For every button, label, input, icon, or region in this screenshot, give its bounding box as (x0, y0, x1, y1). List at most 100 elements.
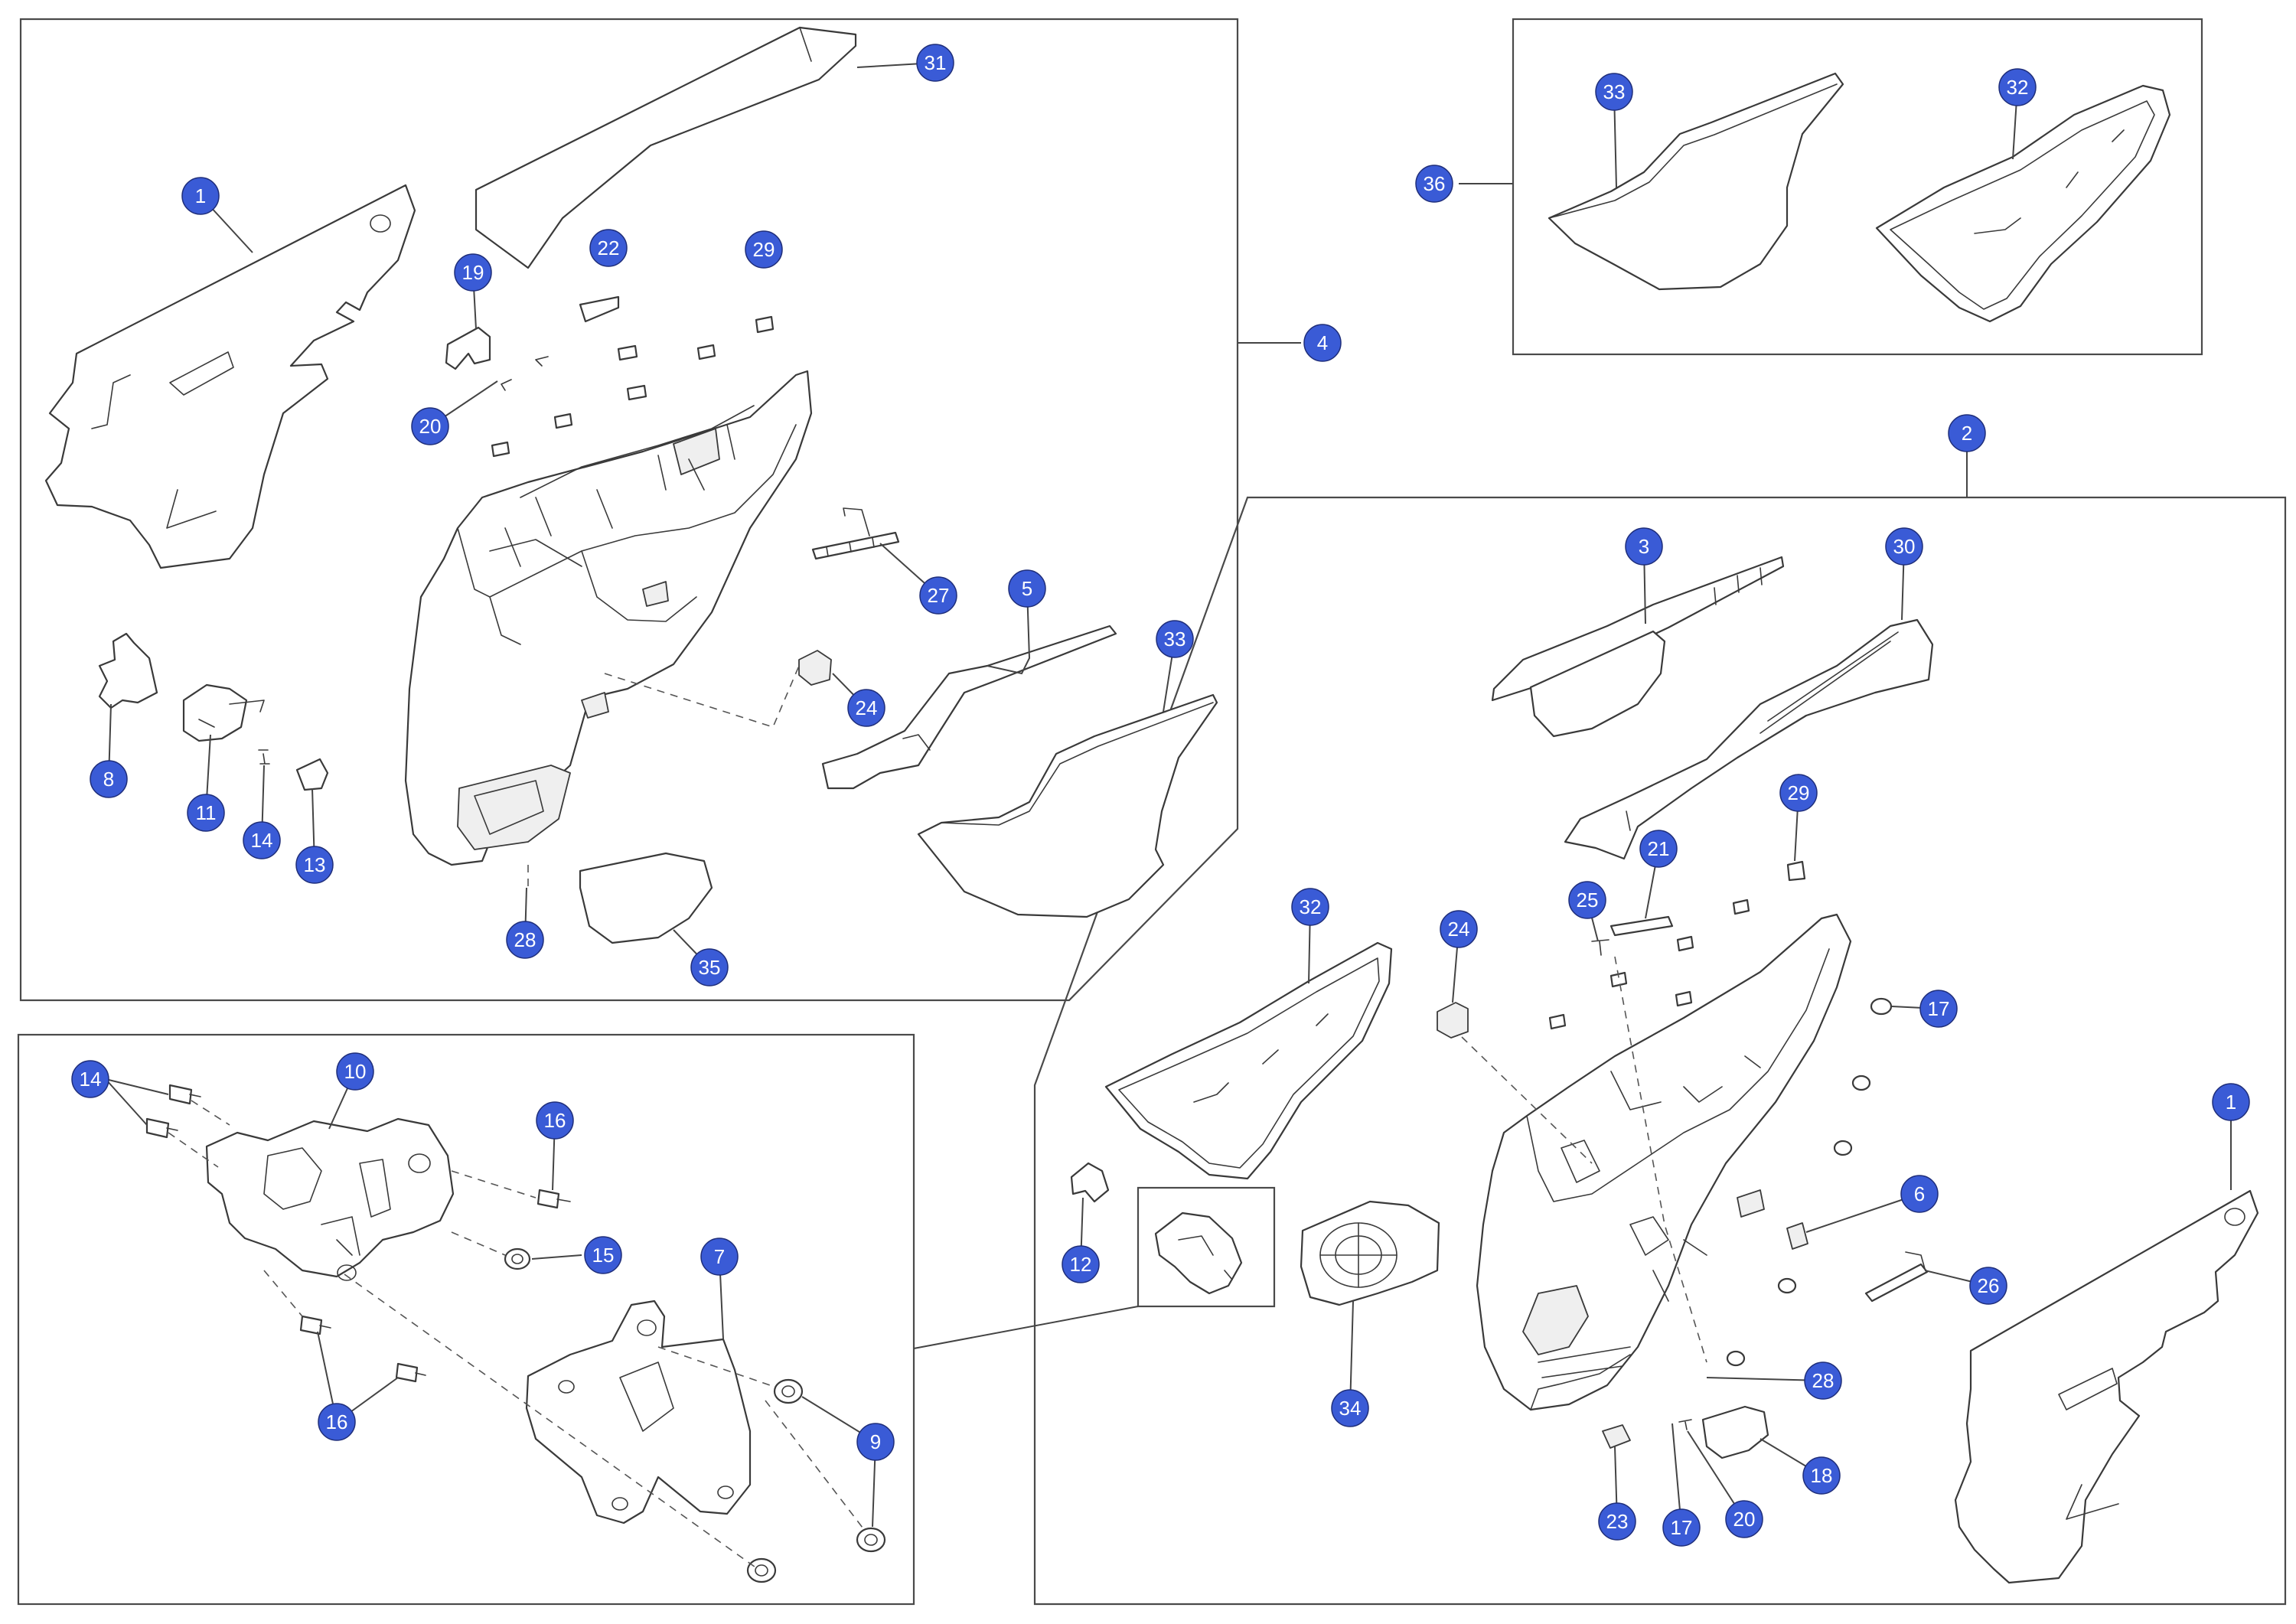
latch-11-part (182, 683, 265, 742)
callout-circle (1662, 1508, 1701, 1547)
callout-circle (1919, 990, 1958, 1028)
frame-latch-detail (17, 1033, 915, 1606)
callout-circle (1725, 1500, 1763, 1538)
callout-circle (1625, 527, 1663, 566)
callout-circle (1062, 1245, 1100, 1283)
frame-group-36 (1512, 18, 2203, 356)
trim-21-part (1609, 915, 1674, 937)
callout-c29: 29 (745, 230, 783, 269)
door-trim-panel-2-part (1476, 913, 1852, 1411)
callout-c25: 25 (1568, 881, 1606, 919)
upper-trim-strip-part (475, 26, 857, 269)
bezel-32-part (1104, 941, 1393, 1180)
dash-guide-6 (263, 1170, 866, 1570)
callout-label: 15 (592, 1244, 615, 1267)
bracket-7-part (525, 1300, 752, 1525)
dash-guide-5 (168, 1100, 230, 1168)
callout-c22: 22 (589, 229, 628, 267)
callout-circle (318, 1403, 356, 1441)
callout-c12: 12 (1062, 1245, 1100, 1283)
callout-c32: 32 (1291, 888, 1329, 926)
callout-c11: 11 (187, 794, 225, 832)
callout-circle (916, 44, 954, 82)
callout-c24: 24 (847, 689, 885, 727)
switch-24b-part (1437, 1002, 1469, 1039)
clip-23-part (1602, 1424, 1631, 1449)
callout-label: 30 (1893, 535, 1916, 558)
callout-label: 20 (1733, 1508, 1756, 1531)
frame-latch-thumbnail (1137, 1186, 1276, 1308)
callout-circle (1969, 1267, 2007, 1305)
callout-label: 2 (1962, 422, 1972, 445)
callout-label: 35 (699, 956, 721, 979)
upper-trim-30-part (1564, 618, 1934, 860)
callout-label: 24 (856, 696, 878, 719)
callout-label: 7 (714, 1245, 725, 1268)
callout-c35: 35 (690, 948, 729, 986)
callout-circle (1900, 1175, 1939, 1213)
armrest-molding-part (821, 624, 1117, 790)
callout-circle (1948, 414, 1986, 452)
dash-guide-3 (1461, 1036, 1593, 1164)
callout-c5: 5 (1008, 569, 1046, 608)
callout-label: 28 (514, 928, 536, 951)
callout-label: 6 (1914, 1182, 1925, 1205)
clip-array-b-part (1548, 898, 1750, 1030)
callout-circle (919, 576, 957, 615)
callout-circle (454, 253, 492, 292)
screw-14b-part (145, 1084, 201, 1139)
callout-c33b: 33 (1595, 73, 1633, 111)
callout-circle (856, 1423, 895, 1461)
callout-circle (584, 1236, 622, 1274)
callout-c1: 1 (181, 177, 220, 215)
callout-circle (243, 821, 281, 859)
callout-label: 16 (544, 1109, 566, 1132)
callout-label: 33 (1164, 628, 1186, 651)
dash-guide-1 (604, 665, 800, 728)
bracket-12-part (1070, 1162, 1110, 1203)
callout-c32b: 32 (1998, 68, 2037, 106)
callout-c34: 34 (1331, 1389, 1369, 1427)
callout-label: 1 (195, 184, 206, 207)
callout-circle (181, 177, 220, 215)
callout-circle (745, 230, 783, 269)
callout-label: 10 (344, 1060, 367, 1083)
callout-c16b: 16 (318, 1403, 356, 1441)
callout-circle (336, 1052, 374, 1091)
callout-c28: 28 (506, 921, 544, 959)
callout-c7: 7 (700, 1238, 739, 1276)
actuator-rod-part (811, 507, 900, 560)
callout-label: 11 (196, 801, 217, 824)
callout-label: 32 (2007, 76, 2029, 99)
callout-label: 1 (2226, 1091, 2236, 1114)
callout-label: 24 (1448, 918, 1470, 941)
callout-circle (1598, 1502, 1636, 1541)
screw-14-part (258, 749, 270, 765)
cover-13-part (295, 758, 329, 791)
callout-circle (1440, 910, 1478, 948)
callout-c14: 14 (243, 821, 281, 859)
screw-20b-part (1678, 1419, 1692, 1430)
callout-circle (187, 794, 225, 832)
callout-circle (1639, 830, 1678, 868)
callout-circle (1291, 888, 1329, 926)
callout-circle (90, 760, 128, 798)
speaker-grille-part (1300, 1200, 1440, 1306)
callout-c28b: 28 (1804, 1361, 1842, 1400)
callout-label: 20 (419, 415, 442, 438)
upper-trim-3-part (1491, 556, 1785, 738)
callout-label: 34 (1339, 1397, 1362, 1420)
callout-c30: 30 (1885, 527, 1923, 566)
callout-c29b: 29 (1779, 774, 1818, 812)
callout-circle (71, 1060, 109, 1098)
latch-thumbnail-part (1154, 1211, 1243, 1295)
callout-label: 31 (925, 51, 947, 74)
leader-thumbnail (913, 1306, 1139, 1349)
callout-circle (1802, 1456, 1841, 1495)
callout-label: 25 (1577, 889, 1599, 911)
callout-c20: 20 (411, 407, 449, 445)
callout-label: 29 (753, 238, 775, 261)
callout-label: 23 (1606, 1510, 1629, 1533)
frame-group-4 (19, 18, 1239, 1002)
clip-22-part (579, 295, 620, 323)
